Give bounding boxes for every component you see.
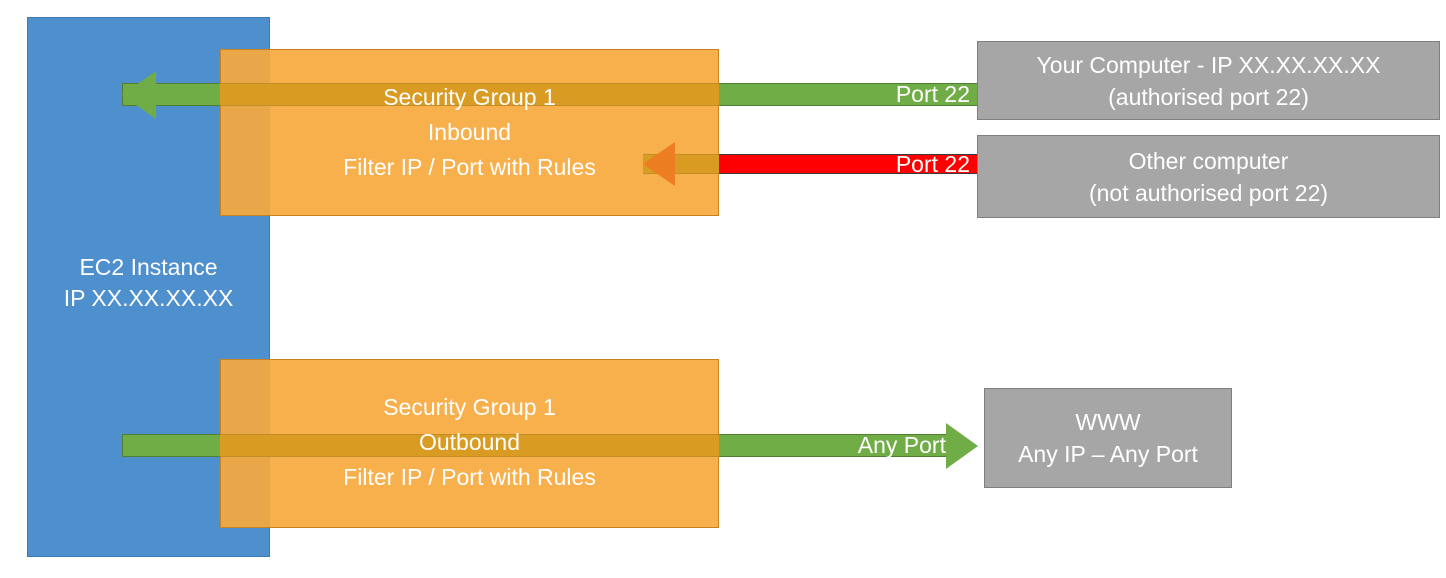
www-title: WWW (1075, 409, 1141, 435)
outbound-shaft-overlay (220, 434, 719, 457)
other-computer-title: Other computer (1128, 147, 1289, 174)
security-group-inbound-box (220, 49, 719, 216)
your-computer-box: Your Computer - IP XX.XX.XX.XX (authoris… (977, 41, 1440, 120)
inbound-allowed-arrowhead-icon (122, 71, 156, 119)
www-subtitle: Any IP – Any Port (1018, 441, 1198, 467)
your-computer-title: Your Computer - IP XX.XX.XX.XX (1036, 51, 1381, 78)
inbound-blocked-shaft (716, 154, 978, 174)
other-computer-box: Other computer (not authorised port 22) (977, 135, 1440, 218)
other-computer-subtitle: (not authorised port 22) (1088, 179, 1329, 206)
outbound-shaft-right (700, 434, 948, 457)
inbound-allowed-shaft-right (700, 83, 978, 106)
inbound-shaft-overlay (220, 83, 719, 106)
inbound-blocked-arrowhead-icon (643, 142, 675, 186)
www-box: WWW Any IP – Any Port (984, 388, 1232, 488)
outbound-arrowhead-icon (946, 423, 978, 469)
your-computer-subtitle: (authorised port 22) (1108, 83, 1309, 110)
